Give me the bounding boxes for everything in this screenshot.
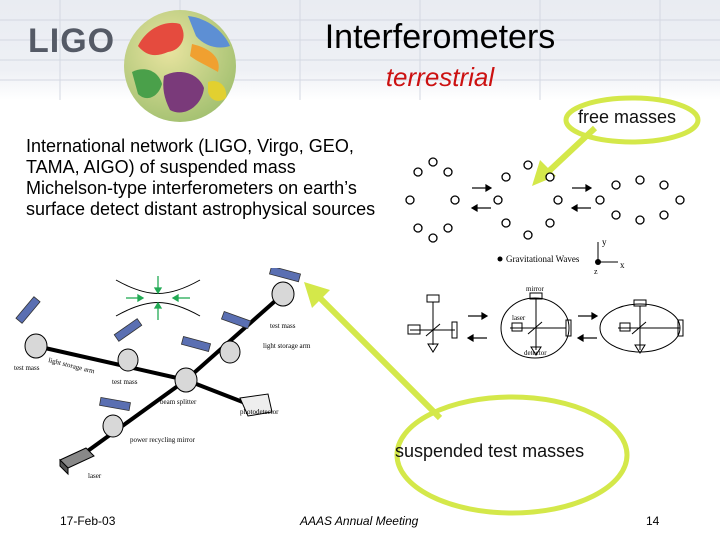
- light-storage-arm-right-label: light storage arm: [263, 342, 311, 350]
- gw-free-masses-diagram: y x z Gravitational Waves: [405, 157, 685, 359]
- header-band: [0, 0, 720, 100]
- page-title: Interferometers: [324, 18, 556, 56]
- laser-label-right: laser: [512, 314, 526, 322]
- detector-label: detector: [524, 349, 547, 357]
- axis-z-label: z: [594, 267, 598, 276]
- axis-x-label: x: [620, 260, 625, 270]
- mirror-label: mirror: [526, 285, 545, 293]
- laser-label-left: laser: [88, 472, 102, 480]
- free-masses-arrow: [532, 125, 598, 186]
- free-masses-ellipse: [563, 95, 701, 145]
- axis-y-label: y: [602, 237, 607, 247]
- footer-event: AAAS Annual Meeting: [300, 514, 419, 528]
- ligo-interferometer-diagram: test mass light storage arm light storag…: [14, 268, 311, 480]
- footer-page-number: 14: [646, 514, 660, 528]
- ligo-logo-text: LIGO: [28, 22, 116, 60]
- photodetector-label: photodetector: [240, 408, 279, 416]
- footer-date: 17-Feb-03: [60, 514, 116, 528]
- test-mass-left-label: test mass: [14, 364, 40, 372]
- description-text: International network (LIGO, Virgo, GEO,…: [26, 136, 376, 219]
- globe-icon: [124, 10, 236, 122]
- free-masses-label: free masses: [578, 107, 677, 127]
- page-subtitle: terrestrial: [385, 62, 495, 92]
- suspended-masses-arrow: [304, 282, 443, 421]
- power-recycling-mirror-label: power recycling mirror: [130, 436, 196, 444]
- header-grid-decoration: [0, 0, 720, 100]
- test-mass-mid-label: test mass: [112, 378, 138, 386]
- test-mass-top-label: test mass: [270, 322, 296, 330]
- gravitational-waves-label: Gravitational Waves: [506, 254, 580, 264]
- beam-splitter-label: beam splitter: [160, 398, 197, 406]
- suspended-test-masses-label: suspended test masses: [395, 441, 585, 461]
- suspended-masses-ellipse: [394, 394, 630, 516]
